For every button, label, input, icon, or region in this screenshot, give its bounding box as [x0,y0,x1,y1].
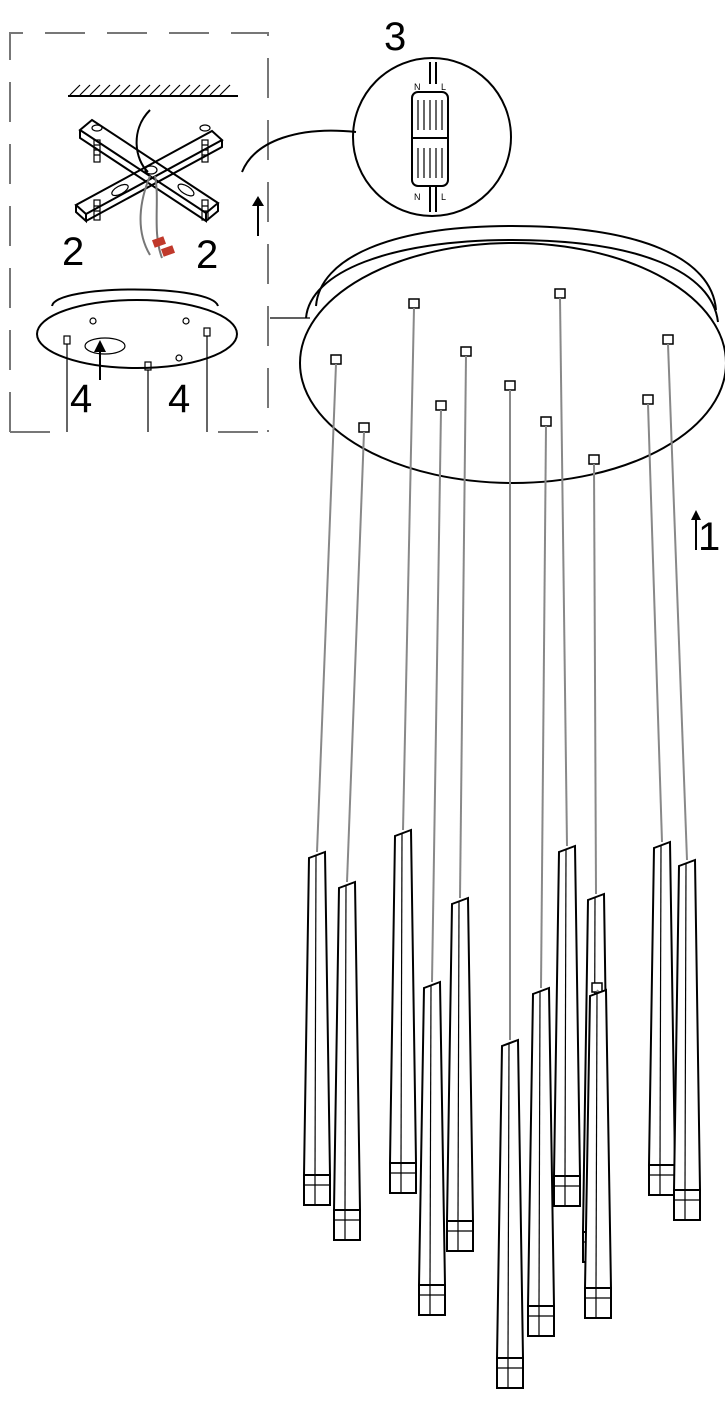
wire-nut [160,245,176,257]
pendant-tube [445,896,475,1222]
pendant-light [388,298,420,1194]
pendant-tube [388,828,418,1164]
pendant-edge [429,985,432,1286]
terminal-n-top: N [414,82,421,92]
pendant-diffuser [496,1357,524,1389]
pendant-diffuser [648,1164,676,1196]
twist-arrow-icon [84,337,126,380]
pendant-socket [588,454,600,465]
suspension-cable [540,425,547,989]
pendant-edge [507,1043,510,1359]
pendant-socket [554,288,566,299]
step-3-label: 3 [384,15,406,59]
supply-wires [135,109,176,259]
pendant-diffuser [673,1189,701,1221]
pendant-diffuser [527,1305,555,1337]
mounting-detail-inset: 2 2 4 4 [9,32,269,433]
pendant-tube [495,1038,525,1359]
pendant-tube [583,988,613,1289]
pendant-light [526,416,556,1337]
pendant-diffuser [446,1220,474,1252]
pendant-diffuser [418,1284,446,1316]
step-4-right-label: 4 [168,377,190,421]
suspension-cable [667,343,688,861]
step-4-left-label: 4 [70,377,92,421]
pendant-tube [332,880,362,1211]
pendant-tube [647,840,677,1166]
pendant-edge [595,993,598,1289]
pendant-light [552,288,582,1207]
step-1-label: 1 [698,515,720,559]
pendant-socket [540,416,552,427]
callout-pointer [241,129,357,173]
pendant-diffuser [389,1162,417,1194]
pendant-group [302,288,702,1389]
small-canopy [36,288,238,432]
terminal-l-top: L [441,82,446,92]
pendant-light [417,400,447,1316]
pendant-socket [662,334,674,345]
pendant-light [642,394,677,1196]
pendant-edge [344,885,347,1211]
pendant-tube [526,986,556,1307]
up-arrow-icon [252,196,264,236]
pendant-socket [504,380,516,391]
large-canopy [299,224,725,484]
suspension-cable [596,989,599,993]
pendant-socket [435,400,447,411]
pendant-light [583,982,613,1319]
pendant-edge [400,833,403,1164]
pendant-tube [672,858,702,1191]
pendant-diffuser [303,1174,331,1206]
wire-nut [151,236,167,248]
pendant-socket [408,298,420,309]
step-2-right-label: 2 [196,233,218,277]
pendant-tube [302,850,332,1176]
terminal-block-detail: N L N L [352,57,512,217]
pendant-edge [564,849,567,1177]
pendant-tube [417,980,447,1286]
pendant-edge [538,991,541,1307]
pendant-light [445,346,475,1252]
suspension-cable [647,403,663,843]
step-1-up-arrow-icon [691,510,701,550]
pendant-socket [460,346,472,357]
pendant-light [495,380,525,1389]
pendant-tube [552,844,582,1177]
pendant-diffuser [333,1209,361,1241]
pendant-socket [330,354,342,365]
suspension-cable [316,363,337,853]
pendant-light [302,354,342,1206]
pendant-edge [659,845,662,1166]
pendant-socket [358,422,370,433]
suspension-cable [402,307,415,831]
pendant-socket [642,394,654,405]
pendant-edge [457,901,460,1222]
ceiling-hatch [68,84,238,97]
suspension-cable [559,297,568,847]
terminal-n-bottom: N [414,192,421,202]
suspension-cable [346,431,365,883]
bracket-screws [91,124,211,221]
pendant-diffuser [553,1175,581,1207]
suspension-cable [431,409,442,983]
terminal-l-bottom: L [441,192,446,202]
pendant-edge [684,863,687,1191]
suspension-cable [593,463,597,895]
pendant-light [332,422,370,1241]
pendant-edge [314,855,317,1176]
suspension-cable [459,355,467,899]
step-2-left-label: 2 [62,230,84,274]
pendant-light [662,334,702,1221]
cross-mounting-bracket [74,118,224,224]
pendant-diffuser [584,1287,612,1319]
